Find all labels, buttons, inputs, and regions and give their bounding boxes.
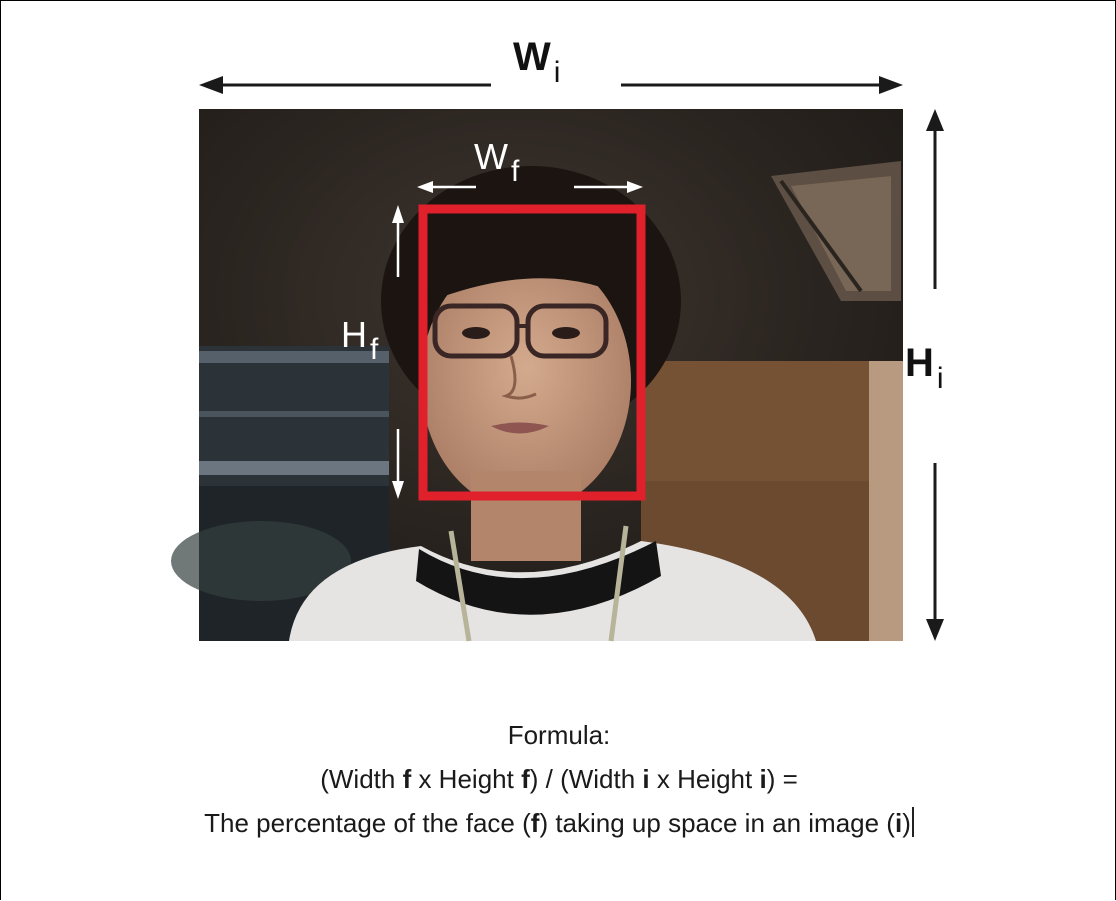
formula-var: f	[521, 764, 530, 794]
face-height-arrow	[392, 205, 404, 499]
formula-text: ) =	[766, 764, 798, 794]
face-bounding-box	[418, 204, 646, 501]
formula-text: (Width	[320, 764, 403, 794]
formula-text: x Height	[411, 764, 522, 794]
image-height-subscript: i	[936, 362, 944, 395]
image-height-arrow	[926, 109, 944, 641]
face-width-subscript: f	[510, 155, 520, 188]
formula-var: i	[759, 764, 767, 794]
formula-var: i	[894, 808, 903, 838]
formula-heading: Formula:	[507, 720, 611, 750]
photo	[171, 109, 903, 642]
formula-block: Formula: (Width f x Height f) / (Width i…	[1, 713, 1116, 845]
face-height-symbol: H	[341, 314, 367, 355]
image-width-subscript: i	[553, 56, 561, 89]
formula-text: x Height	[649, 764, 760, 794]
image-width-arrow	[199, 76, 903, 94]
formula-text: ) / (Width	[529, 764, 643, 794]
face-width-arrow	[417, 181, 643, 193]
text-cursor	[911, 807, 914, 837]
face-height-subscript: f	[370, 333, 379, 366]
formula-text: ) taking up space in an image (	[539, 808, 895, 838]
formula-text: )	[902, 808, 911, 838]
formula-var: f	[402, 764, 412, 794]
image-height-symbol: H	[905, 341, 934, 385]
formula-text: The percentage of the face (	[204, 808, 531, 838]
formula-expression: (Width f x Height f) / (Width i x Height…	[1, 757, 1116, 801]
formula-description: The percentage of the face (f) taking up…	[1, 801, 1116, 845]
formula-var: i	[642, 764, 650, 794]
formula-var: f	[530, 808, 540, 838]
image-width-symbol: W	[513, 35, 551, 79]
face-width-symbol: W	[474, 136, 508, 177]
